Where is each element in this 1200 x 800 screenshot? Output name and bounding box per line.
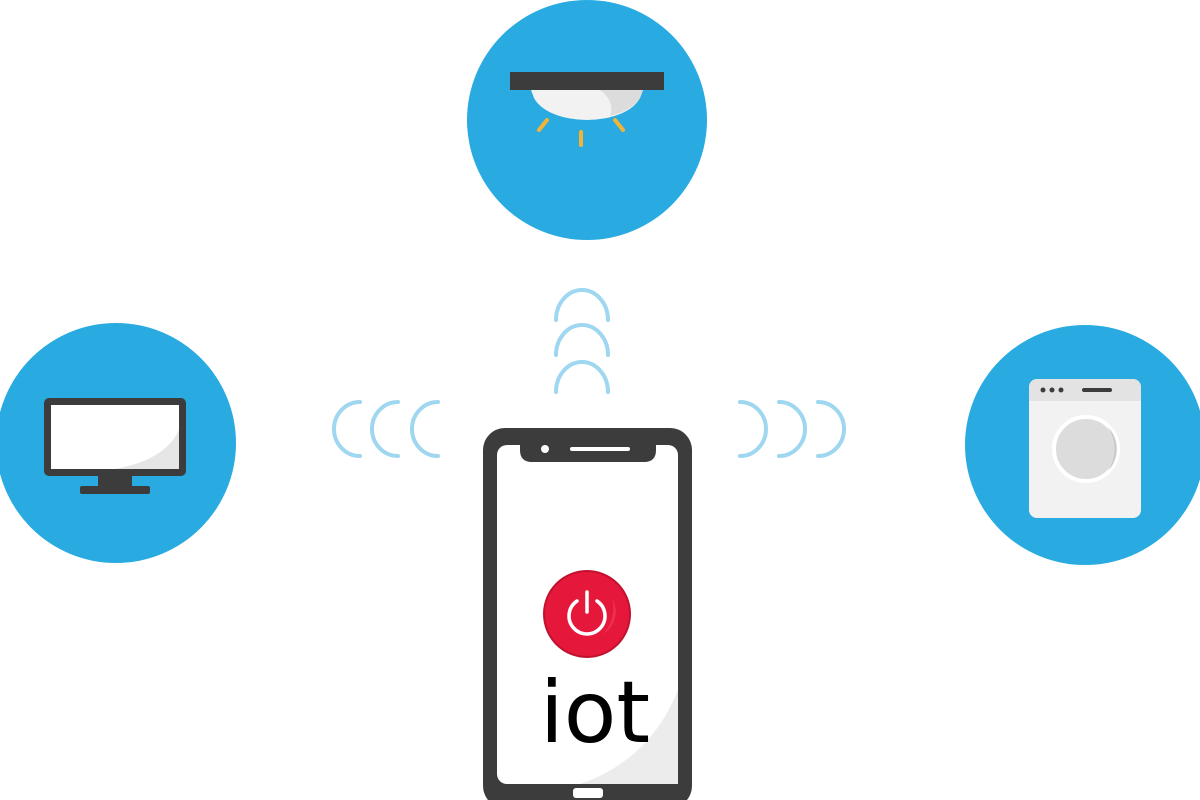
washing-machine-icon — [1029, 379, 1141, 518]
monitor-device[interactable] — [0, 323, 236, 563]
signal-wave-right-1 — [738, 400, 768, 458]
signal-wave-left-2 — [370, 400, 400, 458]
washing-machine-device[interactable] — [965, 325, 1200, 565]
signal-wave-top-3 — [554, 360, 610, 394]
signal-wave-left-3 — [410, 400, 440, 458]
signal-wave-right-2 — [777, 400, 807, 458]
signal-wave-top-2 — [554, 323, 610, 357]
app-label: iot — [540, 663, 650, 763]
home-button[interactable] — [573, 788, 603, 798]
device-circle-top — [467, 0, 707, 240]
speaker-grille — [570, 447, 630, 451]
monitor-icon — [44, 398, 186, 494]
front-camera — [541, 445, 549, 453]
light-rays — [537, 118, 625, 147]
signal-wave-left-1 — [332, 400, 362, 458]
signal-wave-right-3 — [816, 400, 846, 458]
signal-waves-icon — [332, 288, 846, 458]
ceiling-light-icon — [510, 72, 664, 147]
smartphone: iot — [483, 428, 692, 800]
power-button[interactable] — [543, 570, 631, 658]
power-icon — [567, 590, 607, 636]
ceiling-light-device[interactable] — [467, 0, 707, 240]
signal-wave-top-1 — [554, 288, 610, 322]
